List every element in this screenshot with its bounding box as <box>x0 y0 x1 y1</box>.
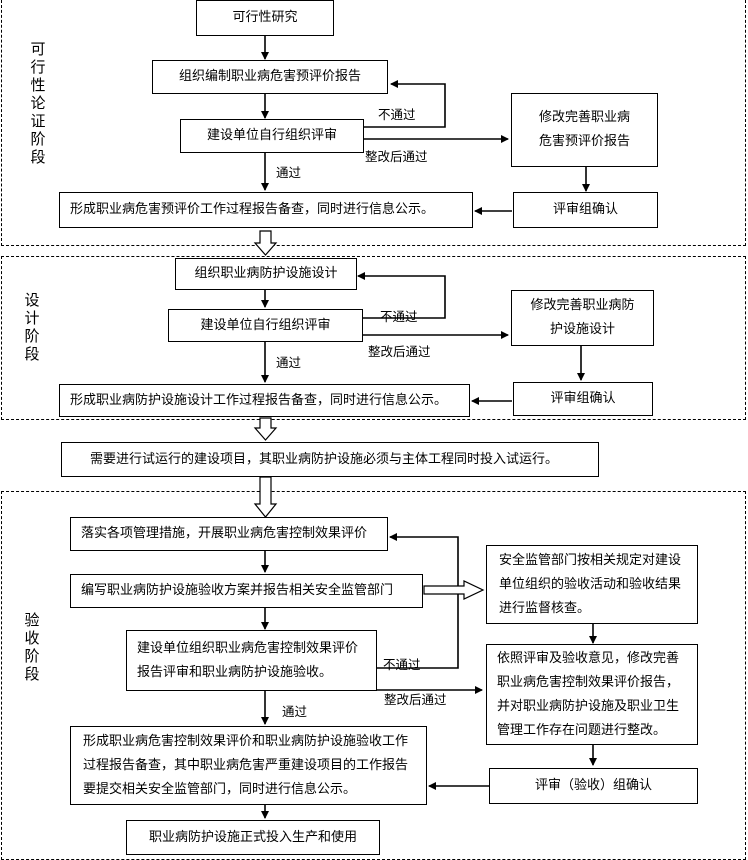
box-compile-prereport: 组织编制职业病危害预评价报告 <box>152 60 388 94</box>
stage-label-design: 设计阶段 <box>24 291 40 363</box>
box-acceptance-plan: 编写职业病防护设施验收方案并报告相关安全监管部门 <box>70 574 423 608</box>
box-feasibility-study: 可行性研究 <box>196 0 334 36</box>
transition-arrow-2 <box>253 417 278 441</box>
stage-label-feasibility: 可行性论证阶段 <box>30 40 46 166</box>
arrow-design-fail-loop <box>357 272 446 319</box>
label-pass-after-fix: 整改后通过 <box>365 149 428 164</box>
box-self-review: 建设单位自行组织评审 <box>180 119 364 153</box>
box-supervision-check: 安全监管部门按相关规定对建设单位组织的验收活动和验收结果进行监督核查。 <box>486 545 698 624</box>
box-rectification: 依照评审及验收意见，修改完善职业病危害控制效果评价报告，并对职业病防护设施及职业… <box>486 644 698 745</box>
label-acceptance-fail: 不通过 <box>383 657 421 672</box>
box-file-acceptance: 形成职业病危害控制效果评价和职业病防护设施验收工作过程报告备查，其中职业病危害严… <box>70 726 427 805</box>
label-acceptance-pass: 通过 <box>282 704 308 719</box>
arrow-acceptance-fail-loop <box>377 533 459 669</box>
stage-label-acceptance: 验收阶段 <box>24 611 40 683</box>
label-design-pass: 通过 <box>276 355 302 370</box>
box-revise-design: 修改完善职业病防护设施设计 <box>511 290 654 346</box>
box-file-design: 形成职业病防护设施设计工作过程报告备查，同时进行信息公示。 <box>59 384 470 417</box>
stage-feasibility-frame <box>1 0 746 246</box>
label-pass: 通过 <box>276 165 302 180</box>
transition-arrow-3 <box>253 476 278 518</box>
transition-arrow-1 <box>253 230 278 256</box>
box-design-self-review: 建设单位自行组织评审 <box>168 309 363 342</box>
box-panel-confirm: 评审组确认 <box>513 192 658 228</box>
transition-arrow-side <box>423 580 485 600</box>
arrow-review-fail-loop <box>363 80 446 128</box>
label-design-pass-after-fix: 整改后通过 <box>368 344 431 359</box>
stage-design-frame <box>1 256 746 420</box>
box-acceptance-review: 建设单位组织职业病危害控制效果评价报告评审和职业病防护设施验收。 <box>126 630 377 691</box>
label-design-fail: 不通过 <box>380 309 418 324</box>
box-implement-measures: 落实各项管理措施，开展职业病危害控制效果评价 <box>70 517 388 551</box>
box-acceptance-panel-confirm: 评审（验收）组确认 <box>489 768 698 804</box>
box-design-panel-confirm: 评审组确认 <box>513 382 653 416</box>
box-revise-prereport: 修改完善职业病危害预评价报告 <box>511 93 658 167</box>
label-acceptance-pass-after-fix: 整改后通过 <box>384 692 447 707</box>
box-organize-design: 组织职业病防护设施设计 <box>175 258 357 290</box>
box-file-prereport: 形成职业病危害预评价工作过程报告备查，同时进行信息公示。 <box>59 192 473 228</box>
box-final-use: 职业病防护设施正式投入生产和使用 <box>126 820 380 855</box>
label-fail: 不通过 <box>378 107 416 122</box>
box-trial-run: 需要进行试运行的建设项目，其职业病防护设施必须与主体工程同时投入试运行。 <box>61 442 599 477</box>
